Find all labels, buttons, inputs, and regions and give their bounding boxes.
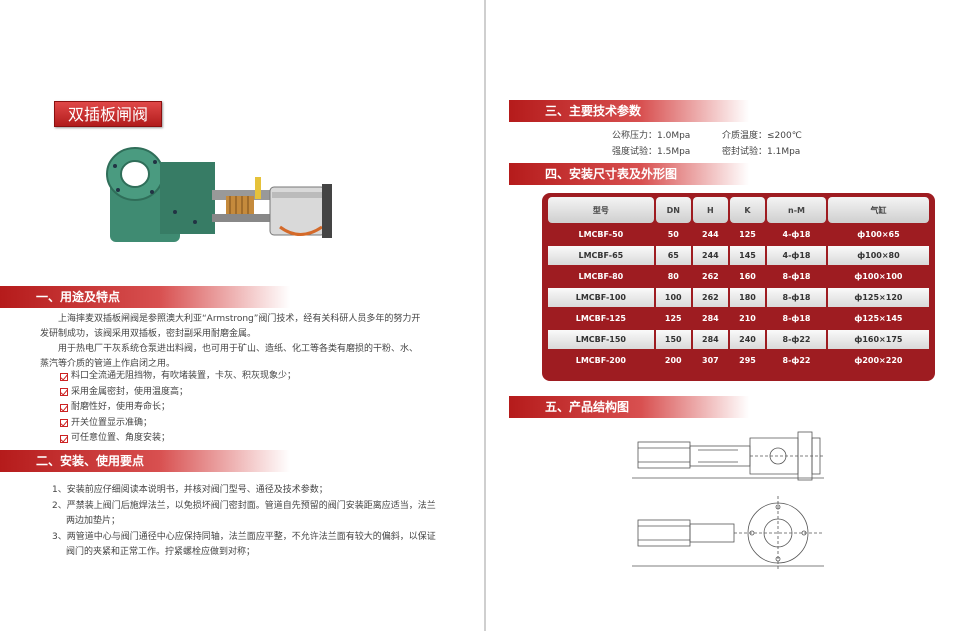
feature-list: 料口全流通无阻挡物，有吹堵装置，卡灰、积灰现象少； 采用金属密封，使用温度高； … [60, 369, 296, 447]
table-cell: 125 [739, 230, 756, 239]
strength-test: 强度试验：1.5Mpa [612, 147, 691, 157]
table-cell: LMCBF-65 [548, 246, 654, 265]
feature-item: 开关位置显示准确； [60, 416, 296, 432]
technical-params: 公称压力：1.0Mpa 介质温度：≤200℃ 强度试验：1.5Mpa 密封试验：… [612, 128, 832, 160]
table-cell: 160 [739, 272, 756, 281]
table-cell: 210 [739, 314, 756, 323]
col-header-cylinder: 气缸 [827, 197, 929, 223]
table-cell: ф100×65 [857, 230, 900, 239]
structure-drawing [632, 431, 824, 570]
table-cell: 262 [692, 288, 728, 307]
table-cell: 100 [655, 288, 691, 307]
table-cell: 8-ф18 [767, 288, 826, 307]
table-cell: ф160×175 [827, 330, 929, 349]
section-structure-drawing: 五、产品结构图 [509, 396, 749, 418]
table-cell: 4-ф18 [767, 246, 826, 265]
table-cell: 8-ф22 [767, 330, 826, 349]
left-page: 双插板闸阀 一、用途及特点 上海摔麦双插板闸阀是参照澳大利亚“Armstrong… [0, 0, 484, 631]
table-cell: 244 [702, 230, 719, 239]
table-row: LMCBF-80 80 262 160 8-ф18 ф100×100 [548, 267, 929, 286]
table-cell: 145 [729, 246, 766, 265]
table-cell: 180 [729, 288, 766, 307]
col-header-k: K [729, 197, 766, 223]
table-cell: 244 [692, 246, 728, 265]
table-cell: LMCBF-200 [575, 356, 626, 365]
col-header-n-m: n-M [767, 197, 826, 223]
checkbox-icon [60, 434, 68, 443]
table-cell: LMCBF-80 [578, 272, 624, 281]
page-spine [484, 0, 486, 631]
nominal-pressure: 公称压力：1.0Mpa [612, 131, 691, 141]
table-cell: 65 [655, 246, 691, 265]
table-cell: 284 [702, 314, 719, 323]
table-cell: 80 [667, 272, 679, 281]
table-cell: LMCBF-150 [548, 330, 654, 349]
feature-item: 采用金属密封，使用温度高； [60, 385, 296, 401]
product-title: 双插板闸阀 [54, 101, 162, 127]
table-row: LMCBF-50 50 244 125 4-ф18 ф100×65 [548, 225, 929, 244]
checkbox-icon [60, 403, 68, 412]
table-cell: ф200×220 [854, 356, 903, 365]
table-cell: ф125×145 [854, 314, 903, 323]
col-header-h: H [692, 197, 728, 223]
table-cell: ф100×100 [854, 272, 903, 281]
intro-paragraph-2: 用于热电厂干灰系统仓泵进出料阀，也可用于矿山、造纸、化工等各类有磨损的干粉、水、… [40, 344, 419, 369]
installation-steps: 1、安装前应仔细阅读本说明书，并核对阀门型号、通径及技术参数； 2、严禁装上阀门… [52, 483, 442, 561]
col-header-model: 型号 [548, 197, 654, 223]
table-cell: 240 [729, 330, 766, 349]
table-row: LMCBF-200 200 307 295 8-ф22 ф200×220 [548, 351, 929, 370]
section-installation: 二、安装、使用要点 [0, 450, 290, 472]
table-cell: 125 [664, 314, 682, 323]
section-dimension-table: 四、安装尺寸表及外形图 [509, 163, 749, 185]
table-cell: LMCBF-50 [578, 230, 624, 239]
table-cell: 200 [664, 356, 682, 365]
table-cell: 307 [702, 356, 719, 365]
seal-test: 密封试验：1.1Mpa [722, 147, 801, 157]
table-row: LMCBF-125 125 284 210 8-ф18 ф125×145 [548, 309, 929, 328]
table-cell: 295 [739, 356, 756, 365]
install-step: 2、严禁装上阀门后施焊法兰，以免损坏阀门密封面。管道自先预留的阀门安装距离应适当… [52, 500, 436, 527]
table-cell: 50 [667, 230, 679, 239]
table-cell: 8-ф18 [782, 272, 811, 281]
table-cell: 4-ф18 [782, 230, 811, 239]
medium-temperature: 介质温度：≤200℃ [722, 131, 802, 141]
install-step: 1、安装前应仔细阅读本说明书，并核对阀门型号、通径及技术参数； [52, 485, 328, 495]
section-technical-params: 三、主要技术参数 [509, 100, 749, 122]
table-cell: LMCBF-125 [575, 314, 626, 323]
table-cell: 262 [702, 272, 719, 281]
table-cell: 284 [692, 330, 728, 349]
intro-paragraph-1: 上海摔麦双插板闸阀是参照澳大利亚“Armstrong”阀门技术，经有关科研人员多… [40, 314, 421, 339]
checkbox-icon [60, 372, 68, 381]
table-cell: 150 [655, 330, 691, 349]
section-usage-features: 一、用途及特点 [0, 286, 290, 308]
install-step: 3、两管道中心与阀门通径中心应保持同轴，法兰面应平整，不允许法兰面有较大的偏斜，… [52, 531, 436, 558]
col-header-dn: DN [655, 197, 691, 223]
table-cell: 8-ф22 [782, 356, 811, 365]
feature-item: 耐磨性好，使用寿命长； [60, 400, 296, 416]
checkbox-icon [60, 388, 68, 397]
checkbox-icon [60, 419, 68, 428]
table-cell: LMCBF-100 [548, 288, 654, 307]
feature-item: 料口全流通无阻挡物，有吹堵装置，卡灰、积灰现象少； [60, 369, 296, 385]
table-cell: ф125×120 [827, 288, 929, 307]
feature-item: 可任意位置、角度安装； [60, 431, 296, 447]
valve-product-image [106, 147, 332, 242]
table-cell: 8-ф18 [782, 314, 811, 323]
table-cell: ф100×80 [827, 246, 929, 265]
